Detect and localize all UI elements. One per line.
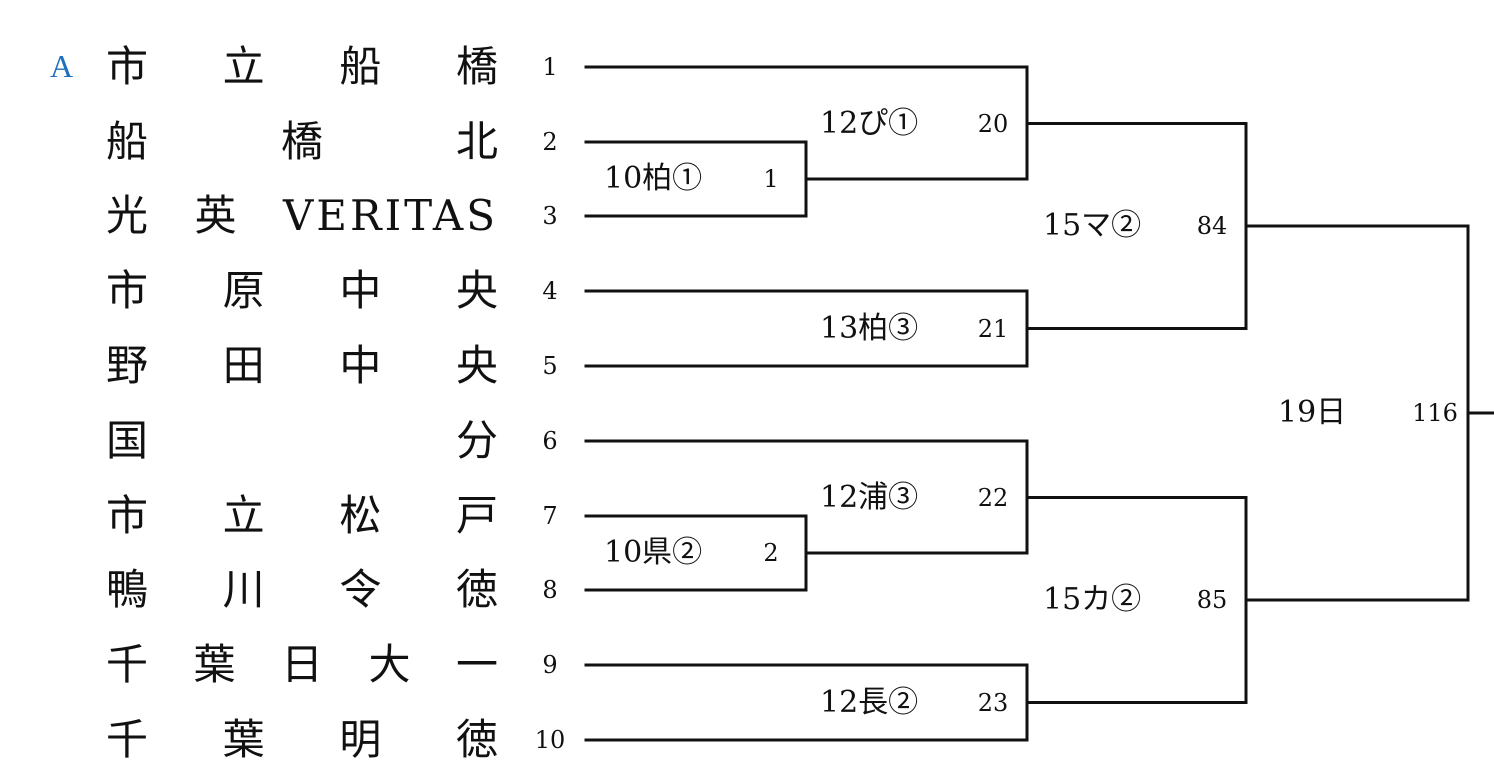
game-number: 22 — [977, 483, 1009, 512]
game-label: 12浦③ — [820, 479, 919, 515]
slot-number: 10 — [534, 726, 566, 754]
game-label: 15マ② — [1043, 208, 1142, 243]
team-name: 千葉日大一 — [106, 640, 498, 689]
team-name: 市立船橋 — [106, 42, 498, 91]
game-label: 12長② — [820, 684, 919, 720]
game-number: 1 — [763, 165, 779, 193]
team-name: 市原中央 — [106, 266, 498, 315]
team-name: 国分 — [106, 416, 498, 465]
game-label: 10柏① — [604, 161, 703, 196]
slot-number: 6 — [542, 427, 558, 455]
game-label: 15カ② — [1043, 582, 1142, 617]
game-label: 10県② — [604, 535, 703, 570]
game-label: 19日 — [1278, 395, 1347, 430]
game-label: 13柏③ — [820, 310, 919, 346]
slot-number: 3 — [542, 202, 558, 230]
team-name: 野田中央 — [106, 341, 498, 390]
slot-number: 8 — [542, 576, 558, 604]
game-number: 20 — [977, 109, 1009, 138]
slot-number: 4 — [542, 277, 558, 305]
slot-number: 2 — [542, 128, 558, 156]
block-label: A — [50, 48, 74, 84]
team-name: 市立松戸 — [106, 491, 498, 540]
game-number: 85 — [1196, 586, 1228, 614]
slot-number: 5 — [542, 352, 558, 380]
slot-number: 1 — [542, 53, 558, 81]
slot-number: 7 — [542, 502, 558, 530]
game-label: 12ぴ① — [820, 105, 919, 141]
game-number: 116 — [1412, 399, 1458, 427]
game-number: 84 — [1196, 212, 1228, 240]
team-name: 鴨川令徳 — [106, 565, 498, 614]
slot-number: 9 — [542, 651, 558, 679]
game-number: 2 — [763, 539, 779, 567]
team-name: 千葉明徳 — [106, 715, 498, 764]
team-name: 船橋北 — [106, 117, 498, 166]
game-number: 23 — [977, 688, 1009, 717]
game-number: 21 — [977, 314, 1009, 343]
